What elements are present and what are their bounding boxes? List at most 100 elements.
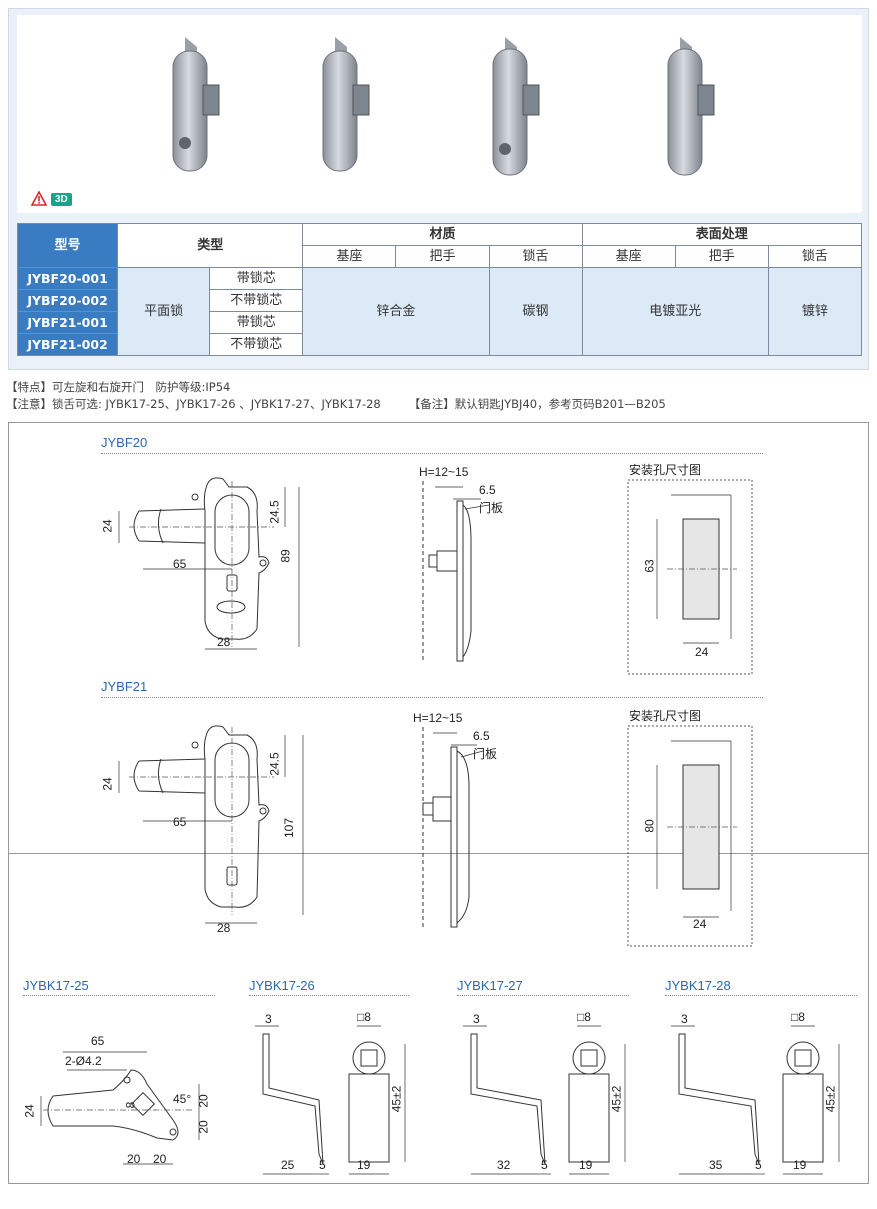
dim-45: 45±2 <box>823 1085 838 1113</box>
section-divider <box>249 995 409 996</box>
product-photo-area: 3D <box>17 15 862 213</box>
dim-19: 19 <box>579 1158 593 1172</box>
dim-hole: 2-Ø4.2 <box>65 1054 102 1068</box>
dim-5: 5 <box>541 1158 548 1172</box>
dim-45deg: 45° <box>173 1092 192 1106</box>
jybf20-side-view <box>422 481 490 662</box>
jybk17-25-drawing <box>40 1051 200 1165</box>
product-image-jybf21-001 <box>492 37 540 176</box>
dim-65: 65 <box>173 557 187 571</box>
dim-28: 28 <box>217 635 231 649</box>
door-label: 门板 <box>473 747 498 761</box>
material-tongue-cell: 碳钢 <box>488 267 583 356</box>
remark-note: 【备注】默认钥匙JYBJ40，参考页码B201—B205 <box>408 397 666 411</box>
product-image-jybf20-002 <box>322 37 370 172</box>
section-divider <box>665 995 857 996</box>
dim-24: 24 <box>100 777 115 791</box>
material-base-handle-cell: 锌合金 <box>302 267 490 356</box>
subtype-cell: 带锁芯 <box>209 267 304 290</box>
header-surface-handle: 把手 <box>674 245 769 268</box>
section-label-jybf20: JYBF20 <box>101 435 148 450</box>
type-main-cell: 平面锁 <box>117 267 211 356</box>
dim-offset: 32 <box>497 1158 511 1172</box>
table-row-model: JYBF21-001 <box>16 311 119 334</box>
caution-note: 【注意】锁舌可选: JYBK17-25、JYBK17-26 、JYBK17-27… <box>6 397 381 411</box>
section-label-jybk17-28: JYBK17-28 <box>665 978 731 993</box>
header-model: 型号 <box>16 223 119 268</box>
feature-note: 【特点】可左旋和右旋开门 防护等级:IP54 <box>6 380 231 394</box>
dim-offset: 25 <box>281 1158 295 1172</box>
surface-tongue-cell: 镀锌 <box>767 267 863 356</box>
product-image-jybf21-002 <box>667 37 715 176</box>
header-surface: 表面处理 <box>581 223 863 246</box>
badge-row: 3D <box>31 191 72 207</box>
subtype-cell: 不带锁芯 <box>209 289 304 312</box>
surface-base-handle-cell: 电镀亚光 <box>581 267 769 356</box>
section-label-jybk17-26: JYBK17-26 <box>249 978 315 993</box>
product-panel: 3D 型号 类型 材质 表面处理 基座 把手 锁舌 基座 把手 锁舌 JYBF2… <box>8 8 869 370</box>
dim-square-8: □8 <box>791 1010 805 1024</box>
section-divider <box>101 453 763 454</box>
jybf21-mount-hole <box>627 725 753 947</box>
section-divider <box>101 697 763 698</box>
dim-5: 5 <box>755 1158 762 1172</box>
warning-icon[interactable] <box>31 191 47 207</box>
dim-24: 24 <box>22 1104 37 1118</box>
section-label-jybk17-27: JYBK17-27 <box>457 978 523 993</box>
dim-square-8: □8 <box>577 1010 591 1024</box>
dim-24b: 24 <box>695 645 709 659</box>
dim-65: 65 <box>91 1034 105 1048</box>
jybf20-mount-hole <box>627 479 753 675</box>
section-divider <box>23 995 215 996</box>
dim-63: 63 <box>642 559 657 573</box>
jybk17-27-drawing <box>463 1025 626 1175</box>
dim-20: 20 <box>196 1120 211 1134</box>
dim-20: 20 <box>127 1152 141 1166</box>
dim-24b: 24 <box>693 917 707 931</box>
dim-6-5: 6.5 <box>479 483 496 497</box>
dim-3: 3 <box>681 1012 688 1026</box>
dim-3: 3 <box>265 1012 272 1026</box>
section-label-jybk17-25: JYBK17-25 <box>23 978 89 993</box>
jybf21-side-view <box>422 727 484 928</box>
technical-drawing-box: JYBF20 24 65 24.5 89 28 <box>8 422 869 947</box>
dim-24-5: 24.5 <box>267 752 282 776</box>
dim-80: 80 <box>642 819 657 833</box>
tongue-drawings-box: JYBK17-25 65 2-Ø4.2 24 8 45° 20 20 20 20… <box>8 854 869 1184</box>
dim-107: 107 <box>282 817 297 839</box>
dim-28: 28 <box>217 921 231 935</box>
header-material-base: 基座 <box>302 245 397 268</box>
jybf21-front-view <box>118 725 304 924</box>
mount-hole-title: 安装孔尺寸图 <box>629 709 702 723</box>
jybk17-26-drawing <box>255 1025 406 1175</box>
table-row-model: JYBF20-002 <box>16 289 119 312</box>
dim-square-8: □8 <box>357 1010 371 1024</box>
header-material-tongue: 锁舌 <box>488 245 583 268</box>
header-surface-tongue: 锁舌 <box>767 245 863 268</box>
table-row-model: JYBF21-002 <box>16 333 119 356</box>
header-type: 类型 <box>117 223 304 268</box>
mount-hole-title: 安装孔尺寸图 <box>629 463 702 477</box>
dim-20: 20 <box>196 1094 211 1108</box>
section-divider <box>457 995 629 996</box>
notes: 【特点】可左旋和右旋开门 防护等级:IP54 【注意】锁舌可选: JYBK17-… <box>6 379 666 413</box>
jybk17-28-drawing <box>671 1025 840 1175</box>
dim-45: 45±2 <box>389 1085 404 1113</box>
dim-8: 8 <box>123 1101 138 1109</box>
header-surface-base: 基座 <box>581 245 676 268</box>
dim-offset: 35 <box>709 1158 723 1172</box>
dim-6-5: 6.5 <box>473 729 490 743</box>
dim-5: 5 <box>319 1158 326 1172</box>
header-material: 材质 <box>302 223 583 246</box>
section-label-jybf21: JYBF21 <box>101 679 148 694</box>
spec-table: 型号 类型 材质 表面处理 基座 把手 锁舌 基座 把手 锁舌 JYBF20-0… <box>16 223 863 356</box>
dim-24-5: 24.5 <box>267 500 282 524</box>
subtype-cell: 带锁芯 <box>209 311 304 334</box>
dim-h: H=12~15 <box>419 465 469 479</box>
dim-24: 24 <box>100 519 115 533</box>
3d-model-badge[interactable]: 3D <box>51 192 72 206</box>
door-label: 门板 <box>479 501 504 515</box>
jybf20-front-view <box>118 477 300 650</box>
dim-19: 19 <box>793 1158 807 1172</box>
header-material-handle: 把手 <box>395 245 490 268</box>
